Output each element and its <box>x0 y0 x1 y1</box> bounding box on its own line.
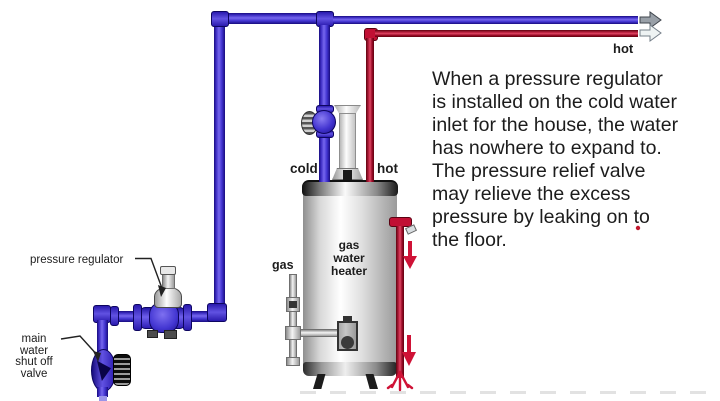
cold-pipe-elbow-bottom-right <box>207 303 227 322</box>
explanation-text: When a pressure regulator is installed o… <box>432 68 720 252</box>
cold-pipe-drop-vertical <box>97 320 108 354</box>
main-shutoff-label-line2: water <box>19 344 49 357</box>
cold-pipe-left-vertical <box>214 20 225 310</box>
main-shutoff-label-line4: valve <box>20 367 48 380</box>
pressure-regulator-flange-right <box>183 304 192 331</box>
relief-drain-pipe <box>396 226 404 378</box>
floor-line <box>300 391 720 394</box>
explanation-line: When a pressure regulator <box>432 68 663 90</box>
pressure-regulator-flange-left <box>133 304 142 331</box>
pressure-regulator-label: pressure regulator <box>30 254 124 266</box>
hot-supply-label: hot <box>613 41 634 56</box>
leak-arrow-upper-head-icon <box>403 256 417 269</box>
cold-label: cold <box>290 161 318 176</box>
heater-caption-line2: water <box>333 251 365 265</box>
water-heater-leg-right <box>365 374 378 389</box>
cold-pipe-elbow-top-left <box>211 11 229 27</box>
heater-caption-line3: heater <box>330 264 368 278</box>
cold-pipe-coupling-ring <box>110 306 119 326</box>
pressure-regulator-port-left <box>147 330 158 338</box>
gas-pipe-vertical <box>289 274 297 366</box>
explanation-line: pressure by leaking on to <box>432 206 650 228</box>
gas-label: gas <box>272 258 294 272</box>
hot-flow-arrow-icon <box>639 24 662 42</box>
water-heater-top-band <box>302 180 398 196</box>
gas-tee-fitting <box>285 326 301 340</box>
vent-stack <box>339 113 356 170</box>
cold-pipe-top-horizontal <box>218 13 326 24</box>
hot-pipe-top-horizontal <box>375 30 638 37</box>
gas-pipe-end-cap <box>286 357 300 366</box>
hot-pipe-vertical <box>366 38 374 182</box>
heater-caption: gas water heater <box>317 239 381 278</box>
pressure-regulator-bell <box>154 287 182 308</box>
explanation-line: inlet for the house, the water <box>432 114 679 136</box>
gas-control-box-tab <box>343 316 352 323</box>
explanation-line: The pressure relief valve <box>432 160 646 182</box>
water-heater-leg-left <box>313 374 326 389</box>
vent-cap <box>343 170 352 180</box>
water-heater-bottom-band <box>303 362 397 376</box>
main-shutoff-label: main water shut off valve <box>8 333 60 380</box>
gas-control-knob <box>341 336 354 349</box>
explanation-line: is installed on the cold water <box>432 91 677 113</box>
cold-valve-body <box>312 110 336 134</box>
pressure-regulator-port-right <box>164 330 177 339</box>
explanation-line: may relieve the excess <box>432 183 631 205</box>
gas-union-core <box>289 301 297 308</box>
main-shutoff-label-line3: shut off <box>15 356 53 368</box>
pressure-regulator-stem <box>162 273 175 289</box>
pressure-regulator-leader-line <box>135 257 164 292</box>
explanation-line: the floor. <box>432 229 507 251</box>
gas-pipe-horizontal <box>296 329 339 337</box>
pressure-regulator-cap <box>160 266 176 275</box>
main-shutoff-handle <box>113 354 131 386</box>
main-shutoff-bottom-stub <box>97 387 108 397</box>
hot-tank-label: hot <box>377 161 398 176</box>
heater-caption-line1: gas <box>338 238 360 252</box>
leak-arrow-lower-head-icon <box>402 352 416 366</box>
cold-flow-arrow-icon <box>639 11 662 29</box>
main-shutoff-leader-line <box>60 335 100 358</box>
explanation-line: has nowhere to expand to. <box>432 137 662 159</box>
main-shutoff-pipe-tip <box>99 396 107 401</box>
cold-pipe-supply-horizontal <box>333 16 638 24</box>
main-shutoff-label-line1: main <box>21 333 47 345</box>
cold-pipe-middle-vertical <box>319 25 330 182</box>
